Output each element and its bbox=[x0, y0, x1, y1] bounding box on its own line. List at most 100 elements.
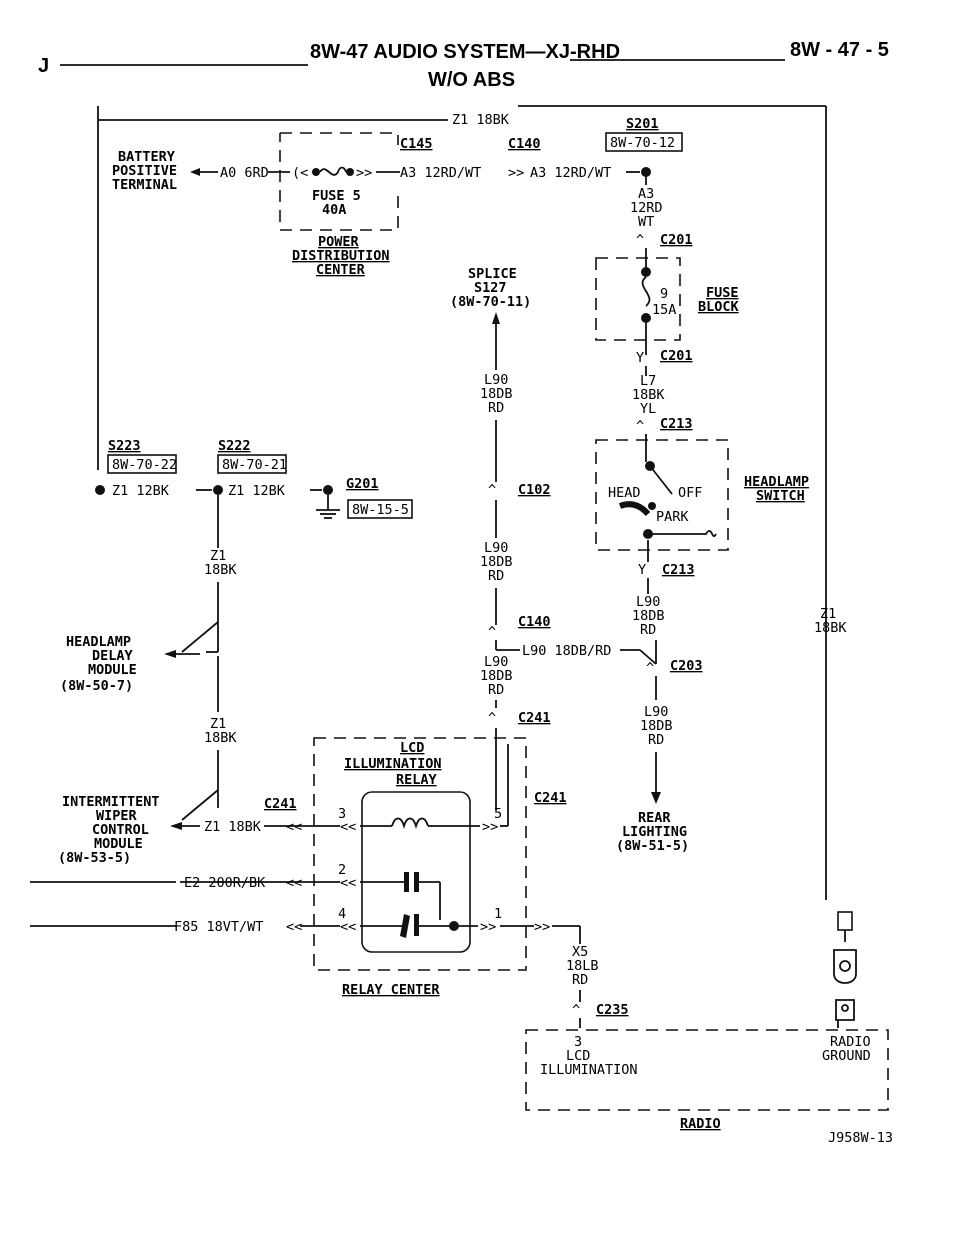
wire-code: 18DB bbox=[640, 718, 673, 734]
connector-c140-mid: C140 bbox=[518, 614, 551, 630]
connector-c241-left: C241 bbox=[264, 796, 297, 812]
wire-label-l90-db-rd: L90 18DB/RD bbox=[522, 643, 611, 659]
relay-center-label: RELAY CENTER bbox=[342, 982, 440, 998]
svg-text:^: ^ bbox=[488, 482, 496, 498]
headlamp-switch-label: HEADLAMP bbox=[744, 474, 809, 490]
wire-code: Z1 bbox=[210, 548, 226, 564]
splice-label: (8W-70-11) bbox=[450, 294, 531, 310]
wire-code: X5 bbox=[572, 944, 588, 960]
relay-label: RELAY bbox=[396, 772, 438, 788]
wire-code: L90 bbox=[636, 594, 660, 610]
power-distribution-center: (< >> FUSE 5 40A C145 POWER DISTRIBUTION… bbox=[268, 132, 433, 278]
svg-text:<<: << bbox=[286, 819, 302, 835]
svg-text:Y: Y bbox=[636, 350, 644, 366]
wire-code: RD bbox=[488, 682, 504, 698]
wire-code: 18DB bbox=[632, 608, 665, 624]
hdm-label: MODULE bbox=[88, 662, 137, 678]
fuse-block: 9 15A FUSE BLOCK Y C201 L7 18BK YL ^ C21… bbox=[595, 248, 740, 434]
svg-text:^: ^ bbox=[488, 624, 496, 640]
svg-text:<<: << bbox=[340, 819, 356, 835]
figure-id: J958W-13 bbox=[828, 1130, 893, 1146]
svg-text:^: ^ bbox=[572, 1002, 580, 1018]
svg-text:<<: << bbox=[340, 919, 356, 935]
wire-code: RD bbox=[488, 568, 504, 584]
wire-code: Z1 bbox=[210, 716, 226, 732]
wire-code: 18BK bbox=[814, 620, 847, 636]
ground-splices: S223 8W-70-22 S222 8W-70-21 Z1 12BK Z1 1… bbox=[95, 438, 413, 712]
wire-code: L90 bbox=[644, 704, 668, 720]
relay-pin-1: 1 bbox=[494, 906, 502, 922]
headlamp-switch: HEAD OFF PARK HEADLAMP SWITCH Y C213 L90… bbox=[595, 434, 809, 854]
rear-lighting-label: LIGHTING bbox=[622, 824, 687, 840]
radio-label: RADIO bbox=[680, 1116, 721, 1132]
relay-pin-2: 2 bbox=[338, 862, 346, 878]
ref-s201: 8W-70-12 bbox=[610, 135, 675, 151]
page-title: 8W-47 AUDIO SYSTEM—XJ-RHD bbox=[310, 41, 620, 63]
connector-c201: C201 bbox=[660, 232, 693, 248]
svg-text:^: ^ bbox=[488, 710, 496, 726]
wire-code: 18BK bbox=[204, 562, 237, 578]
pdc-label: DISTRIBUTION bbox=[292, 248, 390, 264]
connector-c145: C145 bbox=[400, 136, 433, 152]
battery-label: POSITIVE bbox=[112, 163, 177, 179]
relay-pin-5: 5 bbox=[494, 806, 502, 822]
wire-label-z1-12bk: Z1 12BK bbox=[228, 483, 286, 499]
wire-code: L90 bbox=[484, 372, 508, 388]
iwcm-label: CONTROL bbox=[92, 822, 149, 838]
connector-c213: C213 bbox=[660, 416, 693, 432]
fuse-5-label: FUSE 5 bbox=[312, 188, 361, 204]
iwcm-label: INTERMITTENT bbox=[62, 794, 160, 810]
svg-text:>>: >> bbox=[356, 165, 372, 181]
hdm-label: DELAY bbox=[92, 648, 134, 664]
wire-code: L7 bbox=[640, 373, 656, 389]
wire-code: 18DB bbox=[480, 386, 513, 402]
svg-text:^: ^ bbox=[646, 660, 654, 676]
iwcm-label: WIPER bbox=[96, 808, 138, 824]
splice-s223: S223 bbox=[108, 438, 141, 454]
wire-code: A3 bbox=[638, 186, 654, 202]
wire-code: Z1 bbox=[820, 606, 836, 622]
page-number: 8W - 47 - 5 bbox=[790, 39, 889, 61]
wire-label-f85: F85 18VT/WT bbox=[174, 919, 263, 935]
svg-text:>>: >> bbox=[508, 165, 524, 181]
splice-s222: S222 bbox=[218, 438, 251, 454]
wire-code: 12RD bbox=[630, 200, 663, 216]
radio-ground-wire: Z1 18BK bbox=[814, 606, 857, 1028]
radio-pin-label: LCD bbox=[566, 1048, 590, 1064]
wire-code: RD bbox=[488, 400, 504, 416]
fuse-block-label: BLOCK bbox=[698, 299, 740, 315]
headlamp-delay-module: HEADLAMP DELAY MODULE (8W-50-7) Z1 18BK bbox=[60, 634, 237, 821]
radio-pin-label: ILLUMINATION bbox=[540, 1062, 638, 1078]
header-left: J bbox=[38, 55, 49, 77]
wire-code: RD bbox=[640, 622, 656, 638]
iwcm-label: (8W-53-5) bbox=[58, 850, 131, 866]
radio-pin-3: 3 bbox=[574, 1034, 582, 1050]
fuse-9-amp: 15A bbox=[652, 302, 676, 318]
hdm-label: (8W-50-7) bbox=[60, 678, 133, 694]
svg-text:^: ^ bbox=[636, 232, 644, 248]
wire-label-a0: A0 6RD bbox=[220, 165, 269, 181]
svg-text:<<: << bbox=[340, 875, 356, 891]
radio-ground-label: RADIO bbox=[830, 1034, 871, 1050]
battery-label: BATTERY bbox=[118, 149, 176, 165]
pdc-label: POWER bbox=[318, 234, 360, 250]
connector-c241-right: C241 bbox=[534, 790, 567, 806]
ground-g201: G201 bbox=[346, 476, 379, 492]
relay-pin-4: 4 bbox=[338, 906, 346, 922]
wire-code: 18BK bbox=[632, 387, 665, 403]
svg-text:>>: >> bbox=[480, 919, 496, 935]
switch-position-off: OFF bbox=[678, 485, 702, 501]
connector-c213-b: C213 bbox=[662, 562, 695, 578]
wire-code: 18LB bbox=[566, 958, 599, 974]
wire-code: RD bbox=[572, 972, 588, 988]
wire-label-z1-top: Z1 18BK bbox=[452, 112, 510, 128]
fuse-5-amp: 40A bbox=[322, 202, 346, 218]
radio-ground-label: GROUND bbox=[822, 1048, 871, 1064]
wire-label-a3-2: A3 12RD/WT bbox=[530, 165, 611, 181]
wire-code: WT bbox=[638, 214, 654, 230]
connector-c235: C235 bbox=[596, 1002, 629, 1018]
splice-s201: S201 bbox=[626, 116, 659, 132]
relay-label: ILLUMINATION bbox=[344, 756, 442, 772]
svg-text:>>: >> bbox=[534, 919, 550, 935]
